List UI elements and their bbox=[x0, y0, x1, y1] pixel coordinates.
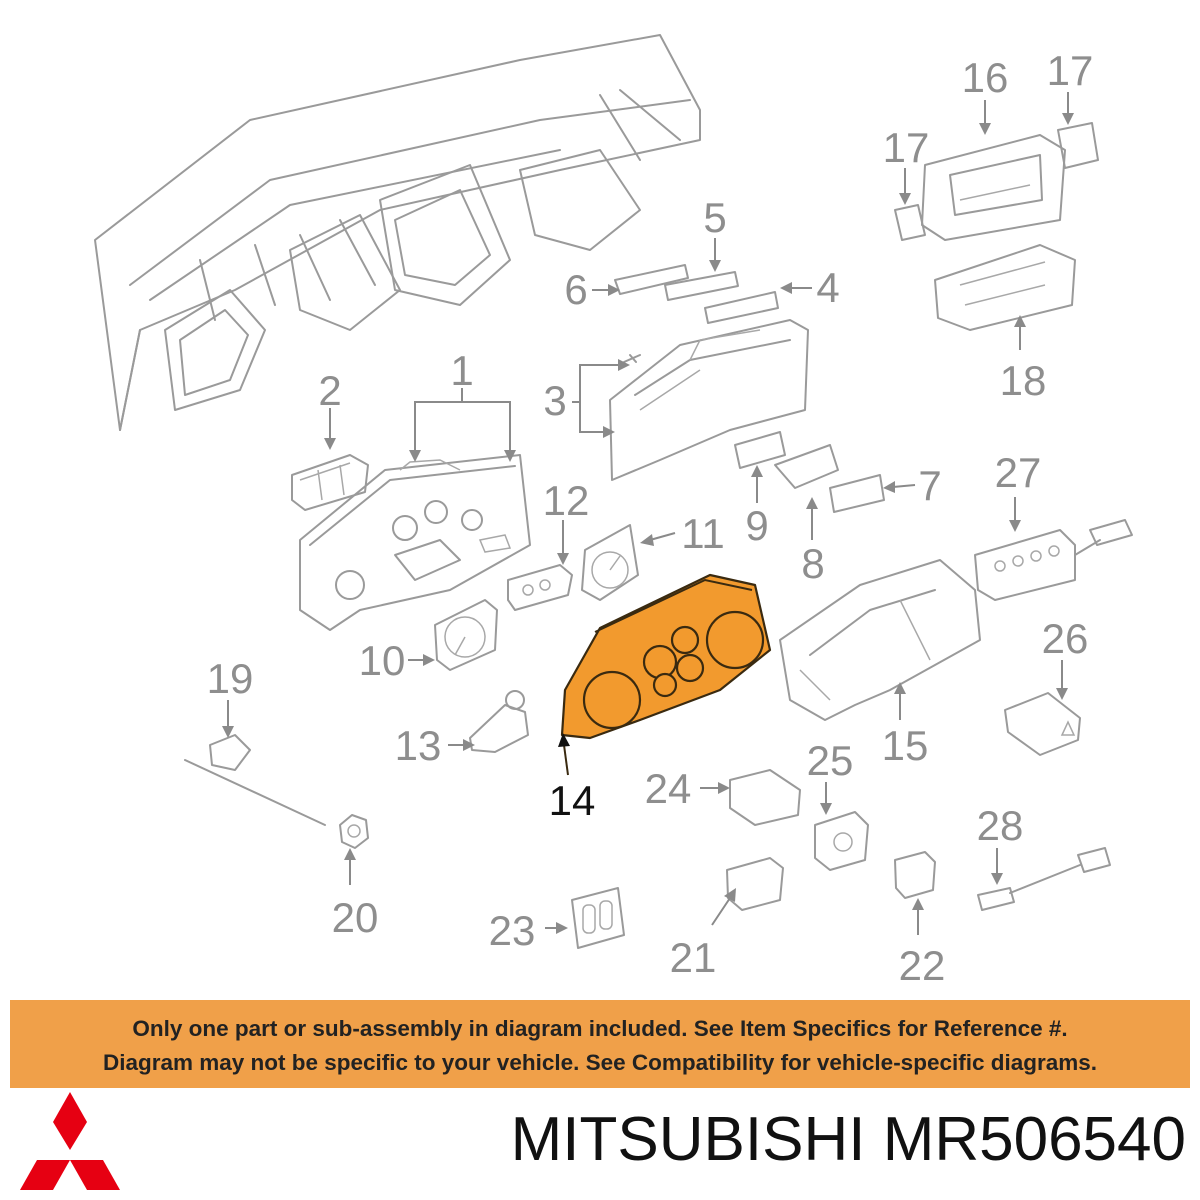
part-18-bezel bbox=[934, 244, 1076, 331]
callout-15: 15 bbox=[882, 722, 929, 769]
parts-7-8-9 bbox=[734, 431, 885, 513]
disclaimer-banner: Only one part or sub-assembly in diagram… bbox=[10, 1000, 1190, 1088]
callout-26: 26 bbox=[1042, 615, 1089, 662]
callout-3: 3 bbox=[543, 377, 566, 424]
callout-14: 14 bbox=[549, 777, 596, 824]
callout-10: 10 bbox=[359, 637, 406, 684]
part-11-gauge bbox=[581, 524, 639, 601]
callout-20: 20 bbox=[332, 894, 379, 941]
callout-27: 27 bbox=[995, 449, 1042, 496]
part-16-control-unit bbox=[921, 134, 1066, 241]
logo-left-diamond bbox=[20, 1160, 70, 1190]
callout-2: 2 bbox=[318, 367, 341, 414]
brand-part-number: MITSUBISHI MR506540 bbox=[511, 1104, 1186, 1175]
leader-lines bbox=[222, 92, 1074, 935]
part-27-switch-panel bbox=[974, 519, 1133, 601]
callout-11: 11 bbox=[681, 510, 725, 557]
callout-19: 19 bbox=[207, 655, 254, 702]
logo-top-diamond bbox=[53, 1092, 87, 1150]
callout-5: 5 bbox=[703, 194, 726, 241]
callout-4: 4 bbox=[816, 264, 839, 311]
callout-12: 12 bbox=[543, 477, 590, 524]
part-13-switch bbox=[469, 690, 529, 753]
parts-diagram: 1 2 3 4 5 6 7 8 9 10 11 12 13 14 15 16 1… bbox=[94, 34, 1133, 989]
callout-23: 23 bbox=[489, 907, 536, 954]
callout-labels: 1 2 3 4 5 6 7 8 9 10 11 12 13 14 15 16 1… bbox=[207, 47, 1094, 989]
part-10-gauge bbox=[434, 599, 498, 671]
callout-28: 28 bbox=[977, 802, 1024, 849]
callout-18: 18 bbox=[1000, 357, 1047, 404]
callout-22: 22 bbox=[899, 942, 946, 989]
callout-17-left: 17 bbox=[883, 124, 930, 171]
part-17-knob-right bbox=[1057, 122, 1099, 169]
callout-8: 8 bbox=[801, 540, 824, 587]
logo-right-diamond bbox=[70, 1160, 120, 1190]
callout-6: 6 bbox=[564, 266, 587, 313]
callout-16: 16 bbox=[962, 54, 1009, 101]
part-15-bezel bbox=[779, 559, 981, 721]
part-1-cluster-housing bbox=[299, 454, 531, 631]
three-diamond-icon bbox=[20, 1092, 120, 1190]
part-22-switch bbox=[894, 851, 936, 899]
part-2-switch bbox=[291, 454, 369, 511]
callout-21: 21 bbox=[670, 934, 717, 981]
part-17-knob-left bbox=[894, 204, 926, 241]
part-20-nut bbox=[339, 814, 369, 849]
callout-7: 7 bbox=[918, 462, 941, 509]
part-number: MR506540 bbox=[882, 1105, 1186, 1174]
part-12-module bbox=[507, 564, 573, 611]
part-19-cable bbox=[184, 734, 326, 826]
parts-4-5-6-strips bbox=[614, 264, 779, 324]
part-23-plate bbox=[571, 887, 625, 949]
part-25-switch bbox=[814, 811, 869, 871]
callout-24: 24 bbox=[645, 765, 692, 812]
part-26-hazard-switch bbox=[1004, 692, 1081, 756]
callout-1: 1 bbox=[450, 347, 473, 394]
dashboard-outline bbox=[94, 34, 701, 431]
callout-17-right: 17 bbox=[1047, 47, 1094, 94]
disclaimer-line-2: Diagram may not be specific to your vehi… bbox=[102, 1050, 1098, 1075]
callout-13: 13 bbox=[395, 722, 442, 769]
part-28-harness bbox=[977, 847, 1111, 911]
callout-9: 9 bbox=[745, 502, 768, 549]
brand-name: MITSUBISHI bbox=[510, 1105, 866, 1174]
disclaimer-line-1: Only one part or sub-assembly in diagram… bbox=[132, 1016, 1068, 1041]
part-14-cluster-case bbox=[560, 573, 772, 740]
part-21-switch bbox=[726, 857, 784, 911]
part-24-connector bbox=[729, 769, 801, 826]
part-3-cluster-lens bbox=[609, 319, 809, 481]
callout-25: 25 bbox=[807, 737, 854, 784]
